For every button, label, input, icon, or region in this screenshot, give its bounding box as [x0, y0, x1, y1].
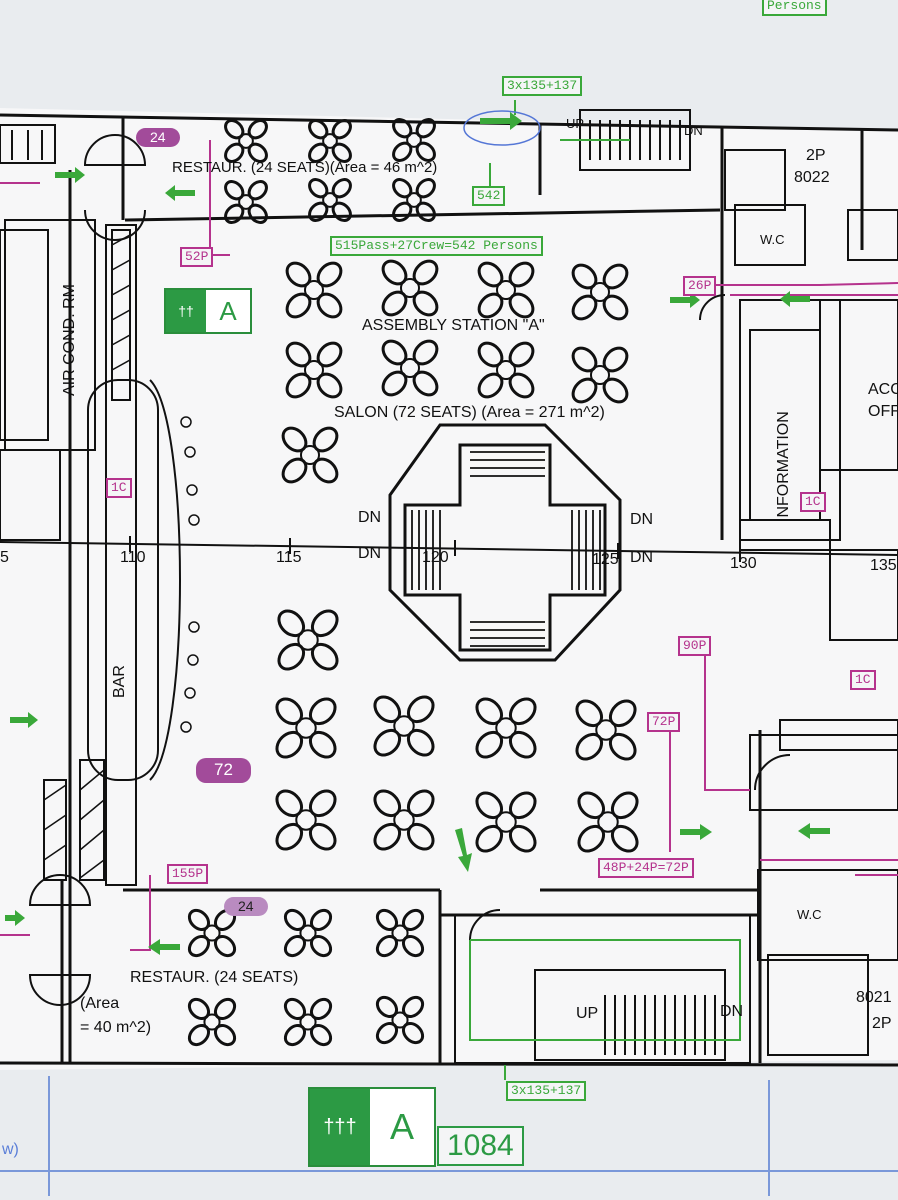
muster-station-icon: ††	[166, 290, 206, 332]
stair-dn-bottom: DN	[720, 1003, 744, 1020]
muster-station-icon: †††	[310, 1089, 370, 1165]
table-cluster-icon	[375, 908, 425, 958]
table-cluster-icon	[392, 178, 436, 222]
table-cluster-icon	[475, 697, 537, 759]
table-cluster-icon	[571, 346, 629, 404]
frame-115: 115	[276, 549, 302, 566]
table-cluster-icon	[308, 119, 352, 163]
tag-1c-right: 1C	[850, 670, 876, 691]
stair-dn-3: DN	[630, 511, 654, 528]
restaurant-bottom-label: RESTAUR. (24 SEATS)	[130, 969, 299, 986]
table-cluster-icon	[392, 118, 436, 162]
table-cluster-icon	[187, 908, 237, 958]
cabin-bottom-number: 8021	[856, 989, 892, 1006]
restaurant-top-count: 24	[136, 128, 180, 148]
frame-130: 130	[730, 555, 757, 572]
table-cluster-icon	[575, 699, 637, 761]
restaurant-top-label: RESTAUR. (24 SEATS)(Area = 46 m^2)	[172, 159, 438, 176]
flow-arrow-icon	[5, 112, 830, 955]
stair-dn-2: DN	[358, 545, 382, 562]
table-cluster-icon	[187, 997, 237, 1047]
tag-52p: 52P	[180, 247, 214, 268]
persons-total: 515Pass+27Crew=542 Persons	[330, 236, 543, 257]
table-cluster-icon	[308, 178, 352, 222]
dimension-line	[0, 1170, 898, 1172]
table-cluster-icon	[381, 259, 439, 317]
table-cluster-icon	[285, 261, 343, 319]
room-information: INFORMATION	[775, 411, 792, 522]
table-cluster-icon	[373, 789, 435, 851]
table-cluster-icon	[275, 697, 337, 759]
restaurant-bottom-area-2: = 40 m^2)	[80, 1019, 152, 1036]
room-offi: OFF	[868, 403, 898, 420]
tag-48p-24p: 48P+24P=72P	[598, 858, 694, 879]
route-label-bottom: 3x135+137	[506, 1081, 587, 1102]
dimension-tick-right	[768, 1080, 770, 1196]
frame-135: 135	[870, 557, 897, 574]
stair-up-bottom: UP	[576, 1005, 599, 1022]
bottom-station-letter: A	[389, 1106, 414, 1147]
stair-dn-1: DN	[358, 509, 382, 526]
tag-155p: 155P	[167, 864, 209, 885]
stair-dn-4: DN	[630, 549, 654, 566]
tag-90p: 90P	[678, 636, 712, 657]
stair-dn-top: DN	[684, 123, 703, 138]
frame-120: 120	[422, 549, 449, 566]
dimension-tick-left	[48, 1076, 50, 1196]
wc-bottom: W.C	[797, 907, 822, 922]
edge-left-label: w)	[2, 1141, 19, 1158]
table-cluster-icon	[281, 426, 339, 484]
table-cluster-icon	[283, 997, 333, 1047]
room-bar: BAR	[111, 665, 128, 698]
room-air-cond: AIR COND. RM	[61, 284, 78, 396]
table-cluster-icon	[477, 261, 535, 319]
table-cluster-icon	[375, 995, 425, 1045]
wc-top: W.C	[760, 232, 785, 247]
salon-count-pill: 72	[196, 758, 251, 783]
salon-label: SALON (72 SEATS) (Area = 271 m^2)	[334, 404, 605, 421]
tag-72p: 72P	[647, 712, 681, 733]
cabin-top-type: 2P	[806, 147, 826, 164]
frame-125: 125	[592, 551, 619, 568]
table-cluster-icon	[475, 791, 537, 853]
table-cluster-icon	[277, 609, 339, 671]
assembly-station-label: ASSEMBLY STATION "A"	[362, 317, 545, 334]
stair-count-top: 542	[472, 186, 506, 207]
table-cluster-icon	[285, 341, 343, 399]
table-cluster-icon	[381, 339, 439, 397]
persons-label-top: Persons	[762, 0, 827, 17]
cabin-top-number: 8022	[794, 169, 830, 186]
frame-105: 5	[0, 549, 9, 566]
tag-1c-info: 1C	[800, 492, 826, 513]
tag-26p: 26P	[683, 276, 717, 297]
restaurant-bottom-area-1: (Area	[80, 995, 120, 1012]
table-cluster-icon	[571, 263, 629, 321]
table-cluster-icon	[477, 341, 535, 399]
room-acco: ACC	[868, 381, 898, 398]
assembly-station-letter: A	[219, 295, 237, 326]
frame-110: 110	[120, 549, 146, 566]
table-cluster-icon	[224, 119, 268, 163]
route-label-top: 3x135+137	[502, 76, 583, 97]
table-cluster-icon	[283, 908, 333, 958]
bottom-station-badge: ††† A	[308, 1087, 436, 1167]
table-cluster-icon	[224, 180, 268, 224]
restaurant-bottom-count: 24	[224, 897, 268, 917]
cabin-bottom-type: 2P	[872, 1015, 892, 1032]
table-cluster-icon	[373, 695, 435, 757]
assembly-station-badge: †† A	[164, 288, 252, 334]
table-cluster-icon	[275, 789, 337, 851]
table-cluster-icon	[577, 791, 639, 853]
tag-1c-left: 1C	[106, 478, 132, 499]
bottom-number: 1084	[437, 1126, 524, 1166]
stair-up-top: UP	[566, 116, 585, 131]
